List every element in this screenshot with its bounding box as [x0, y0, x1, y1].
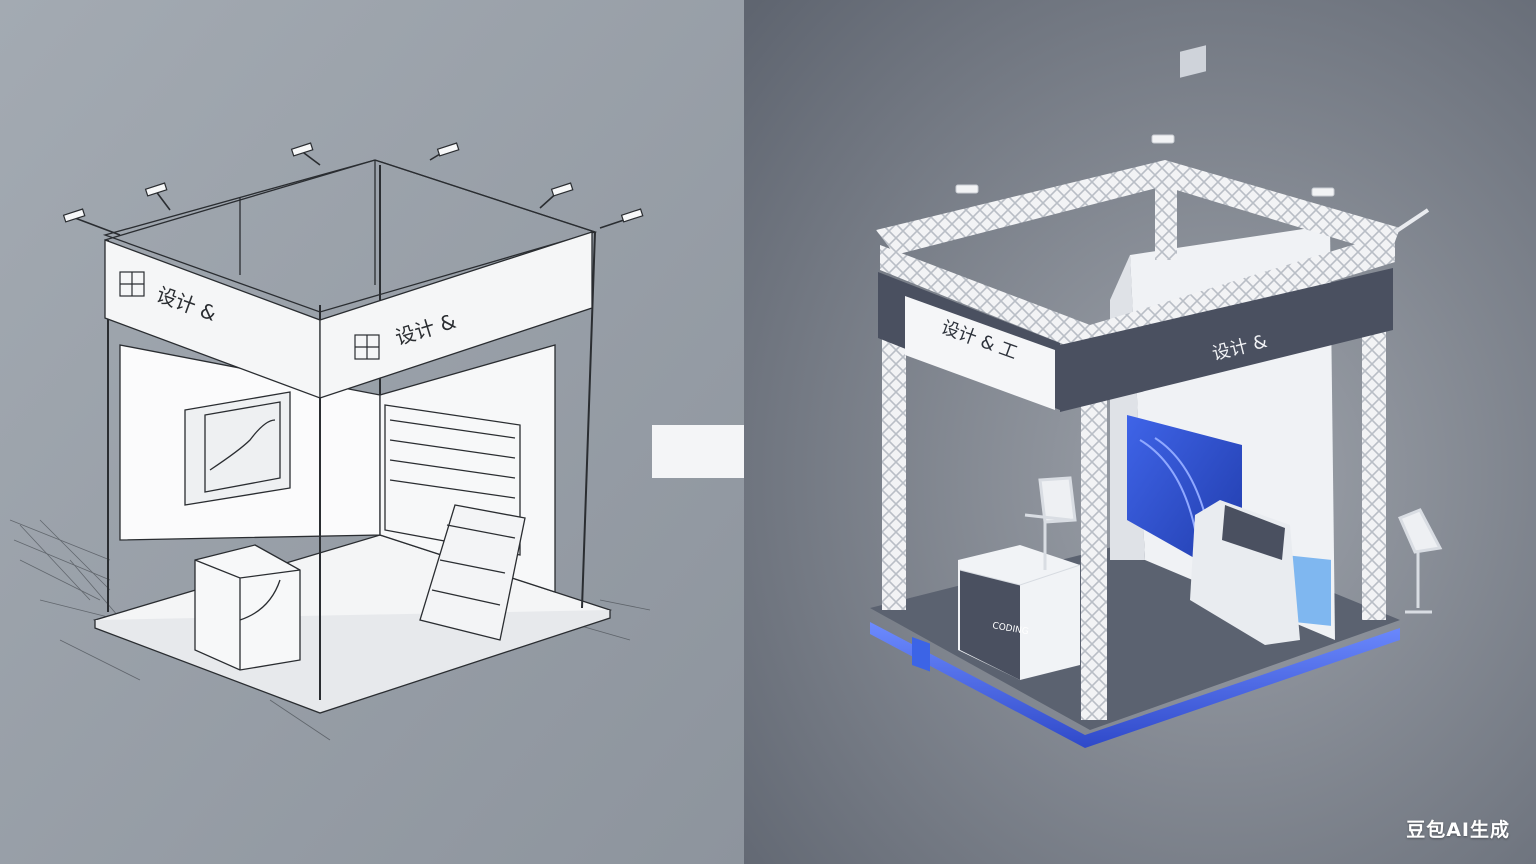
- sketch-booth: [74, 147, 631, 714]
- render-stool-left: [1024, 476, 1077, 570]
- sketch-lamps: [62, 142, 644, 223]
- render-floor-glow: [870, 622, 1400, 748]
- render-band-logo: [1180, 45, 1206, 78]
- sketch-panel: 设计 & 设计 &: [0, 0, 744, 864]
- render-spotlights: [955, 134, 1430, 234]
- render-truss-posts: [882, 170, 1386, 720]
- sketch-fascia-logo-side: [354, 334, 380, 360]
- render-panel: CODING 设计 & 工 设计 &: [744, 0, 1536, 864]
- render-band-side: [1060, 268, 1393, 412]
- sketch-fascia-logo-front: [119, 271, 145, 297]
- watermark-label: 豆包AI生成: [1406, 819, 1510, 841]
- render-stool-right: [1398, 508, 1443, 614]
- render-sign-front: [905, 296, 1055, 410]
- render-sign-logo: [912, 636, 930, 672]
